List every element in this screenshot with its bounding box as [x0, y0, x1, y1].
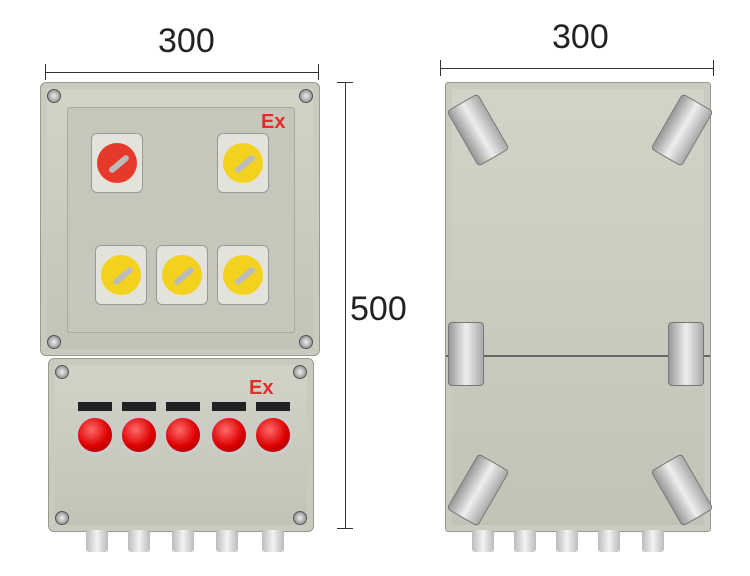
lamp-label [77, 401, 113, 412]
tick [337, 528, 353, 529]
cable-gland [598, 530, 620, 552]
cable-gland [514, 530, 536, 552]
cable-gland [86, 530, 108, 552]
height-label: 500 [350, 290, 407, 329]
cable-gland [262, 530, 284, 552]
indicator-lamp [119, 415, 159, 455]
lower-panel: Ex [48, 358, 314, 532]
main-switch[interactable] [91, 133, 143, 193]
bolt [299, 89, 313, 103]
lamp-label [121, 401, 157, 412]
tick [440, 60, 441, 76]
mounting-bracket [668, 322, 704, 386]
switch[interactable] [217, 245, 269, 305]
bolt [47, 335, 61, 349]
tick [337, 82, 353, 83]
cable-gland [642, 530, 664, 552]
right-width-label: 300 [552, 18, 609, 56]
cable-gland [172, 530, 194, 552]
left-width-line [45, 72, 319, 73]
switch[interactable] [217, 133, 269, 193]
lamp-label [255, 401, 291, 412]
bolt [299, 335, 313, 349]
bolt [55, 365, 69, 379]
tick [713, 60, 714, 76]
indicator-lamp [253, 415, 293, 455]
tick [45, 64, 46, 80]
cable-gland [216, 530, 238, 552]
cable-gland [472, 530, 494, 552]
ex-mark: Ex [261, 111, 286, 133]
indicator-lamp [209, 415, 249, 455]
switch[interactable] [95, 245, 147, 305]
left-width-label: 300 [158, 22, 215, 60]
right-width-line [440, 68, 714, 69]
seam [446, 355, 710, 357]
indicator-lamp [163, 415, 203, 455]
switch[interactable] [156, 245, 208, 305]
upper-panel: Ex [40, 82, 320, 356]
indicator-lamp [75, 415, 115, 455]
height-line [345, 82, 346, 528]
tick [318, 64, 319, 80]
bolt [293, 365, 307, 379]
bolt [293, 511, 307, 525]
lamp-label [211, 401, 247, 412]
lamp-label [165, 401, 201, 412]
cable-gland [128, 530, 150, 552]
ex-mark: Ex [249, 377, 274, 399]
mounting-bracket [448, 322, 484, 386]
bolt [55, 511, 69, 525]
cable-gland [556, 530, 578, 552]
bolt [47, 89, 61, 103]
